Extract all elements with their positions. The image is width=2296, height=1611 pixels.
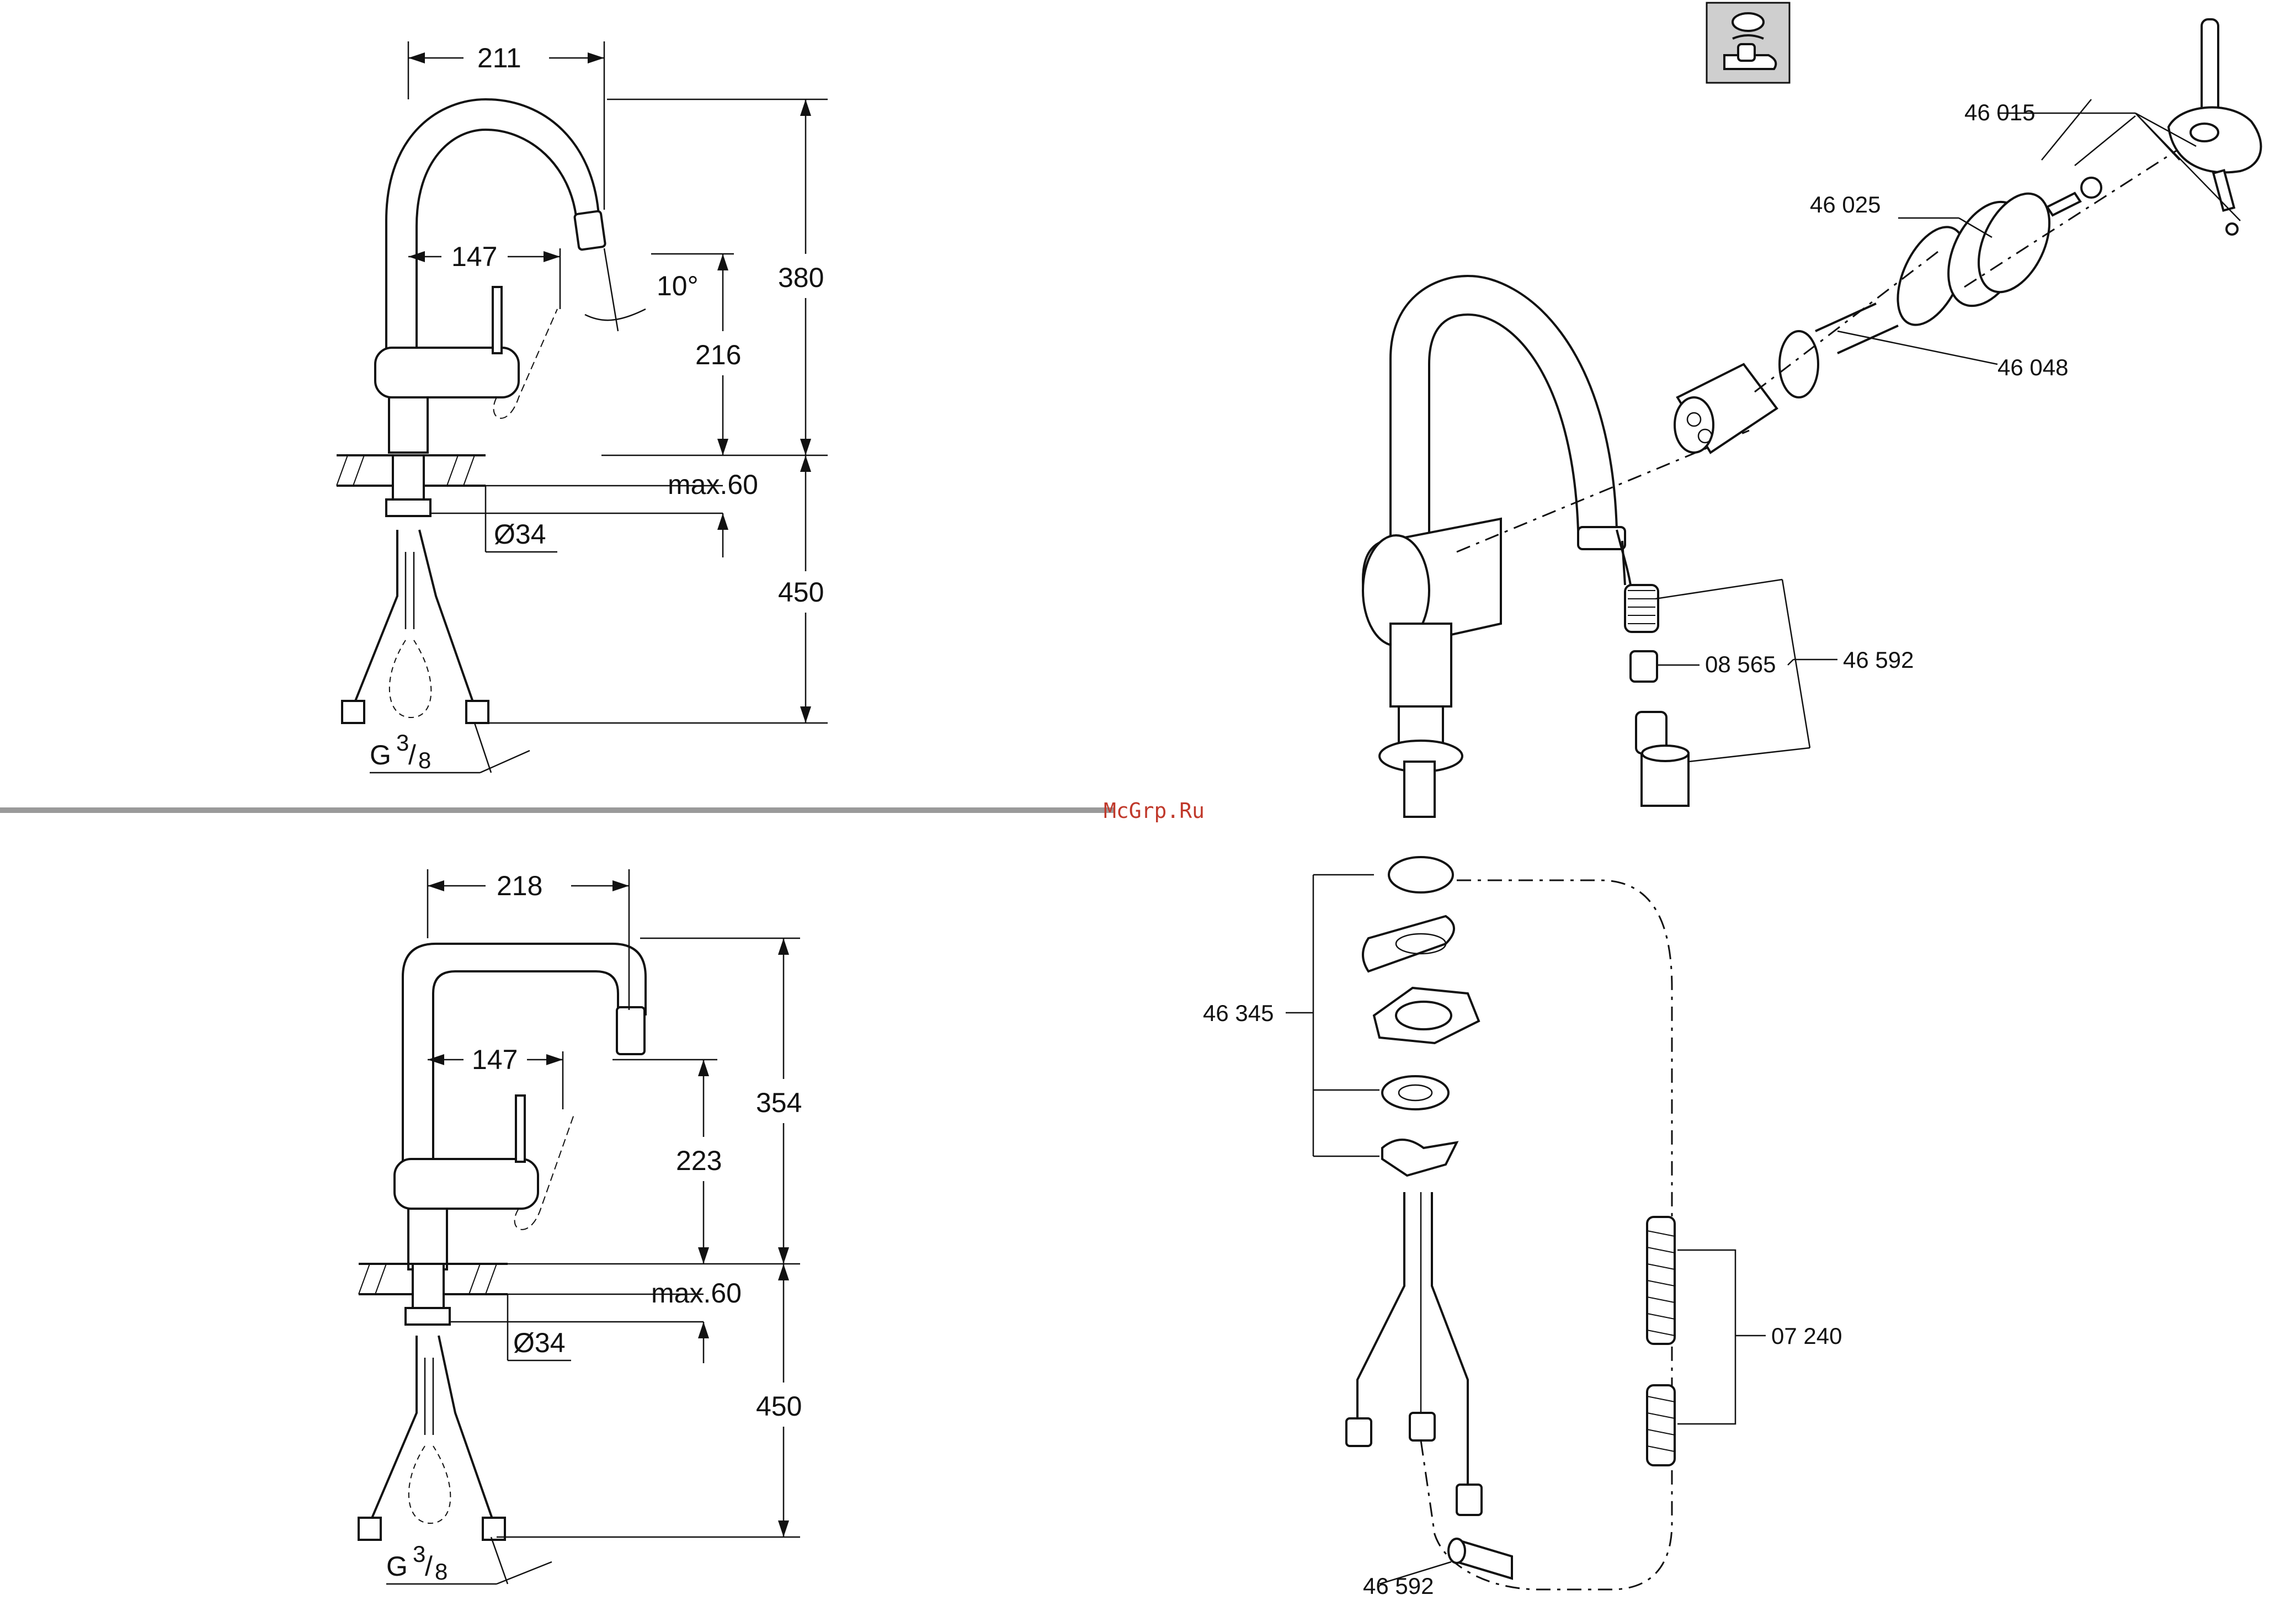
- top-dimension-view: 211 147 10° 216 380 max.60 Ø34: [337, 41, 828, 773]
- watermark-text: McGrp.Ru: [1104, 799, 1205, 823]
- mounting-set-part: [1363, 857, 1479, 1176]
- svg-text:3: 3: [413, 1541, 425, 1567]
- svg-text:G: G: [370, 740, 391, 770]
- bottom-dim-max-counter: max.60: [651, 1278, 742, 1309]
- svg-text:3: 3: [396, 730, 409, 756]
- handle-part: [2169, 19, 2261, 235]
- bottom-dim-spout-height: 223: [676, 1145, 722, 1176]
- svg-text:8: 8: [418, 747, 431, 773]
- svg-text:/: /: [425, 1551, 433, 1582]
- label-spring: 07 240: [1771, 1323, 1842, 1349]
- bottom-dimension-view: 218 147 223 354 max.60 Ø34 450: [359, 869, 802, 1585]
- cartridge-part: [1675, 364, 1777, 453]
- svg-text:/: /: [408, 740, 416, 770]
- bottom-dim-width: 218: [497, 870, 542, 901]
- top-dim-hole: Ø34: [494, 519, 546, 550]
- top-thread-label: G 3 / 8: [370, 730, 431, 773]
- top-dim-angle: 10°: [657, 270, 699, 301]
- label-check-valve: 08 565: [1705, 651, 1776, 677]
- top-dim-total-height: 380: [778, 262, 824, 293]
- label-cartridge-cover: 46 025: [1810, 192, 1881, 217]
- bottom-dim-hole: Ø34: [513, 1327, 566, 1358]
- top-dim-hose: 450: [778, 577, 824, 608]
- bottom-thread-label: G 3 / 8: [386, 1541, 448, 1585]
- label-hose-weight: 46 592: [1363, 1573, 1434, 1599]
- top-dim-spout-height: 216: [695, 339, 741, 370]
- exploded-view: 46 015 46 025 46 048 46 592 08 565: [1203, 3, 2261, 1599]
- bottom-dim-offset: 147: [472, 1044, 518, 1075]
- label-handle: 46 015: [1964, 99, 2035, 125]
- spray-head-part: [1631, 651, 1688, 806]
- cartridge-nut: [1780, 331, 1818, 397]
- bottom-dim-total-height: 354: [756, 1087, 802, 1118]
- svg-text:8: 8: [435, 1559, 448, 1585]
- label-pullout-spray: 46 592: [1843, 647, 1914, 673]
- spring-part: [1647, 1217, 1675, 1465]
- top-dim-max-counter: max.60: [668, 469, 758, 500]
- svg-text:G: G: [386, 1551, 408, 1582]
- cartridge-cover-part: [1933, 183, 2064, 318]
- label-cartridge: 46 048: [1997, 354, 2068, 380]
- label-mounting-set: 46 345: [1203, 1000, 1274, 1026]
- lever-tap-icon: [1707, 3, 1789, 83]
- top-dim-offset: 147: [451, 241, 497, 272]
- hose-weight-part: [1448, 1539, 1512, 1578]
- bottom-dim-hose: 450: [756, 1391, 802, 1422]
- top-dim-width: 211: [477, 42, 521, 73]
